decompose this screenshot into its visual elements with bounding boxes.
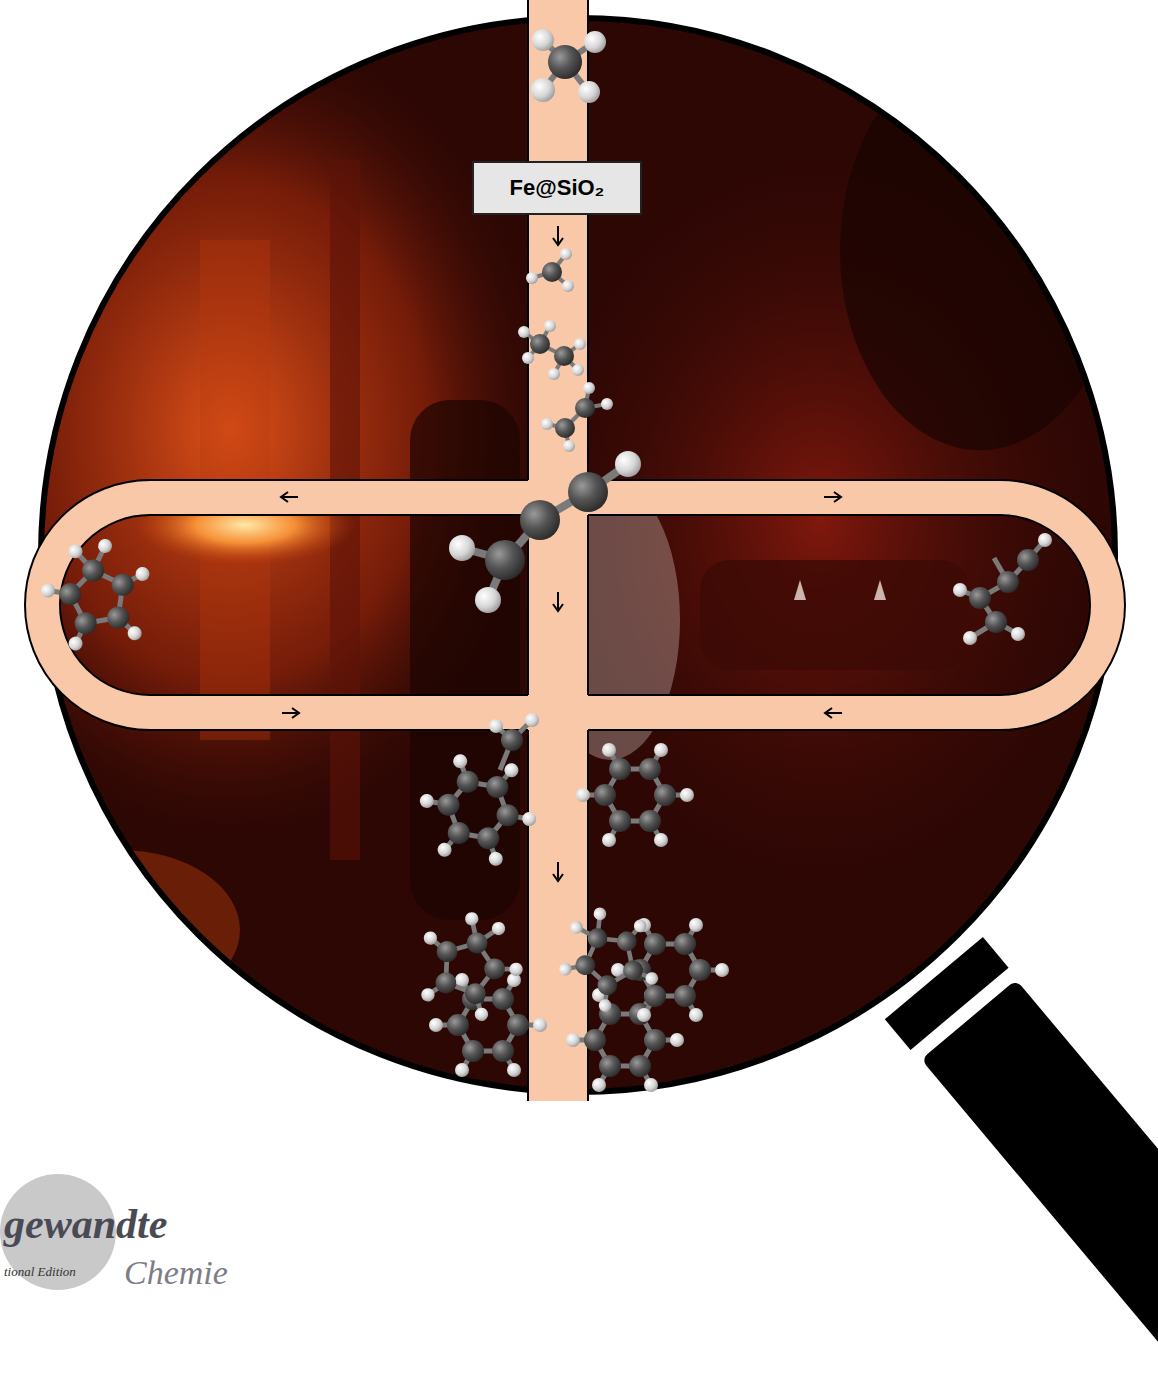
flow-arrows xyxy=(281,226,842,881)
magnifier-handle xyxy=(885,937,1158,1387)
furnace-photo xyxy=(0,0,1150,1110)
logo-edition: tional Edition xyxy=(4,1264,76,1280)
reaction-channel xyxy=(25,0,1125,1101)
catalyst-label: Fe@SiO₂ xyxy=(510,175,605,201)
logo-wordmark: gewandte xyxy=(4,1200,167,1248)
molecules xyxy=(34,29,1052,1092)
catalyst-box: Fe@SiO₂ xyxy=(472,161,642,215)
logo-chemie: Chemie xyxy=(124,1254,228,1292)
